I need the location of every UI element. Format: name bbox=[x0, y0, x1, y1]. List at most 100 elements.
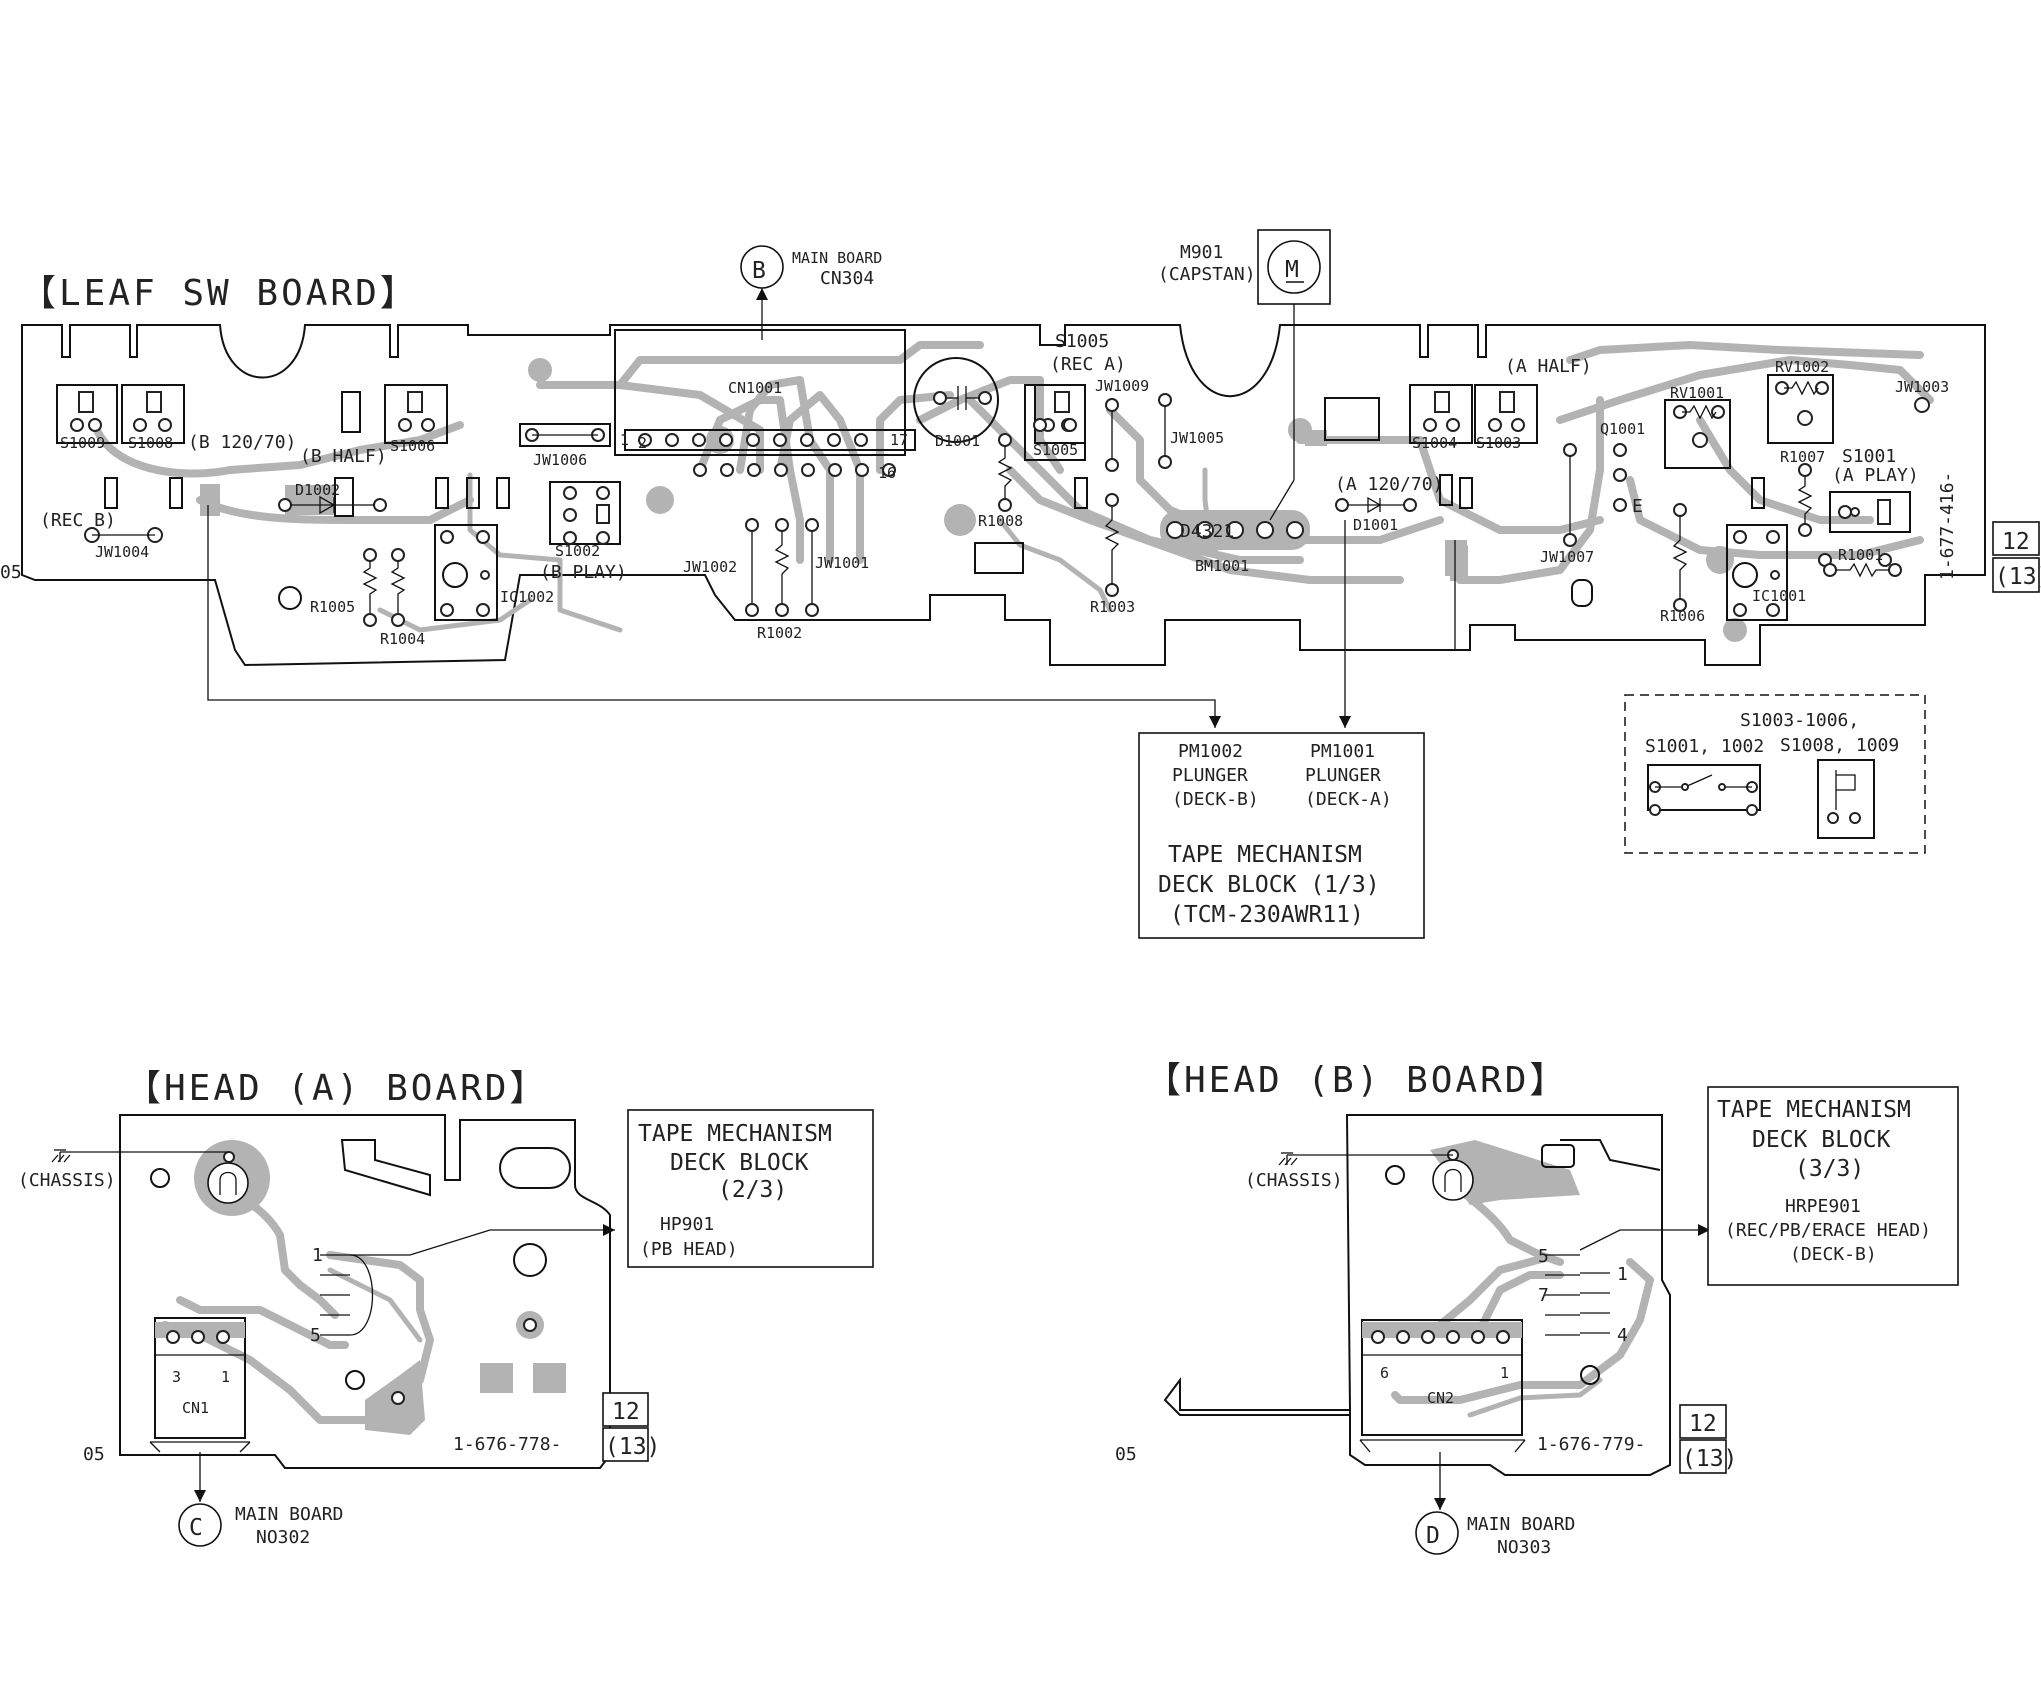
label-s1005-lower: S1005 bbox=[1033, 441, 1078, 459]
label-s1006: S1006 bbox=[390, 437, 435, 455]
label-s1004: S1004 bbox=[1412, 434, 1457, 452]
label-jw1001: JW1001 bbox=[815, 554, 869, 572]
label-jw1007: JW1007 bbox=[1540, 548, 1594, 566]
plunger-box-title-1: TAPE MECHANISM bbox=[1168, 842, 1362, 868]
head-a-page-ref: 12 (13) bbox=[602, 1392, 660, 1462]
pm1001-line3: (DECK-A) bbox=[1305, 789, 1392, 810]
head-a-box-title-1: TAPE MECHANISM bbox=[638, 1121, 832, 1147]
head-a-leads bbox=[320, 1224, 615, 1336]
label-cn1001-pin17: 17 bbox=[890, 431, 908, 449]
label-r1003: R1003 bbox=[1090, 598, 1135, 616]
label-s1001: S1001 bbox=[1842, 446, 1896, 467]
s1005-switch-body bbox=[1024, 384, 1086, 461]
head-b-screw-symbol bbox=[1444, 1168, 1462, 1192]
head-b-hole-1 bbox=[1385, 1165, 1405, 1185]
connector-c: C MAIN BOARD NO302 bbox=[178, 1452, 343, 1548]
head-b-trace-5 bbox=[1467, 1377, 1603, 1418]
head-b-box-title-1: TAPE MECHANISM bbox=[1717, 1097, 1911, 1123]
connector-c-line2: NO302 bbox=[256, 1527, 310, 1548]
s1002-marker bbox=[334, 477, 354, 517]
switch-legend: S1001, 1002 S1003-1006, S1008, 1009 bbox=[1624, 694, 1926, 854]
bm1001-pin-labels: D4321 bbox=[1180, 521, 1234, 542]
jw1007-slot bbox=[1571, 579, 1593, 607]
switch-legend-right-2: S1008, 1009 bbox=[1780, 735, 1899, 756]
cn1001-connector bbox=[614, 329, 916, 456]
connector-c-letter: C bbox=[189, 1515, 203, 1541]
leaf-sw-board: 【LEAF SW BOARD】 bbox=[0, 273, 2041, 667]
head-b-board-title: 【HEAD (B) BOARD】 bbox=[1145, 1060, 1568, 1101]
cn1001-pads bbox=[638, 433, 896, 477]
tab-s1005 bbox=[1074, 477, 1088, 509]
label-cn1001: CN1001 bbox=[728, 379, 782, 397]
label-e: E bbox=[1632, 496, 1643, 517]
tab-a-play bbox=[1751, 477, 1765, 509]
switch-s1001 bbox=[1818, 491, 1911, 567]
label-jw1006: JW1006 bbox=[533, 451, 587, 469]
label-d1002: D1002 bbox=[295, 481, 340, 499]
head-a-lead-5: 5 bbox=[310, 1325, 321, 1346]
label-rv1002: RV1002 bbox=[1775, 358, 1829, 376]
head-a-box-part-1: HP901 bbox=[660, 1214, 714, 1235]
switch-s1008 bbox=[121, 384, 185, 444]
head-b-cn2-pin6: 6 bbox=[1380, 1364, 1389, 1382]
ic1002 bbox=[434, 524, 498, 621]
bm1001-connector bbox=[1160, 510, 1310, 550]
label-s1005: S1005 bbox=[1055, 331, 1109, 352]
head-b-cn2-label: CN2 bbox=[1427, 1389, 1454, 1407]
plunger-box: PM1002 PLUNGER (DECK-B) PM1001 PLUNGER (… bbox=[1138, 732, 1425, 939]
label-ic1002: IC1002 bbox=[500, 588, 554, 606]
label-r1006: R1006 bbox=[1660, 607, 1705, 625]
leaf-sw-page-ref: 12 (13) bbox=[1992, 521, 2041, 593]
head-a-cn1-pin3: 3 bbox=[172, 1368, 181, 1386]
head-a-hole-1 bbox=[150, 1168, 170, 1188]
label-jw1002: JW1002 bbox=[683, 558, 737, 576]
label-r1007: R1007 bbox=[1780, 448, 1825, 466]
head-b-part-number: 1-676-779- bbox=[1537, 1434, 1645, 1455]
label-r1002: R1002 bbox=[757, 624, 802, 642]
label-d1001: D1001 bbox=[1353, 516, 1398, 534]
d1001-diode bbox=[1335, 496, 1417, 514]
r1008 bbox=[997, 433, 1013, 512]
pm1001-line2: PLUNGER bbox=[1305, 765, 1381, 786]
label-jw1004: JW1004 bbox=[95, 543, 149, 561]
s1006-cutout bbox=[341, 391, 361, 433]
label-b-play: (B PLAY) bbox=[540, 562, 627, 583]
leaf-sw-part-number: 1-677-416- bbox=[1937, 472, 1958, 580]
head-a-hole-3 bbox=[345, 1370, 365, 1390]
head-a-hole-2 bbox=[513, 1243, 547, 1277]
switch-legend-left: S1001, 1002 bbox=[1645, 736, 1764, 757]
d1002-diode bbox=[278, 495, 387, 515]
head-b-box-title-2: DECK BLOCK bbox=[1752, 1127, 1891, 1153]
motor-ref: M901 bbox=[1180, 242, 1223, 263]
head-b-cutout bbox=[1560, 1139, 1661, 1171]
head-a-lead-1: 1 bbox=[312, 1245, 323, 1266]
head-b-hole-2 bbox=[1580, 1365, 1600, 1385]
tab-s1009 bbox=[104, 477, 118, 509]
tab-s1004 bbox=[1459, 477, 1473, 509]
switch-s1003 bbox=[1474, 384, 1538, 444]
connector-d-line1: MAIN BOARD bbox=[1467, 1514, 1575, 1535]
label-cn1001-pin1: 1 bbox=[620, 431, 629, 449]
connector-d-line2: NO303 bbox=[1497, 1537, 1551, 1558]
head-a-screw-pad bbox=[223, 1151, 235, 1163]
head-b-board-arm bbox=[1180, 1409, 1351, 1416]
head-a-chassis-label: (CHASSIS) bbox=[18, 1170, 116, 1191]
head-b-cn2-pin1: 1 bbox=[1500, 1364, 1509, 1382]
plunger-box-title-2: DECK BLOCK (1/3) bbox=[1158, 872, 1380, 898]
label-a-120-70: (A 120/70) bbox=[1335, 474, 1443, 495]
leaf-sw-page-ref-2: (13) bbox=[1995, 564, 2041, 590]
head-b-chassis-screw bbox=[1432, 1159, 1474, 1201]
plunger-box-title-3: (TCM-230AWR11) bbox=[1170, 902, 1364, 928]
head-a-pad-1 bbox=[523, 1318, 537, 1332]
q1001-jw1007 bbox=[1563, 443, 1627, 547]
head-b-page-ref-2: (13) bbox=[1682, 1446, 1737, 1472]
head-a-trace-4 bbox=[327, 1267, 423, 1343]
jw1002-r1002-jw1001 bbox=[745, 518, 819, 617]
tab-s1008 bbox=[169, 477, 183, 509]
head-a-chassis-screw bbox=[207, 1162, 249, 1204]
head-a-slot bbox=[499, 1147, 571, 1189]
mount-hole-left bbox=[278, 586, 302, 610]
head-a-board-title: 【HEAD (A) BOARD】 bbox=[125, 1068, 548, 1109]
motor-m901: M901 (CAPSTAN) M bbox=[1158, 229, 1331, 521]
